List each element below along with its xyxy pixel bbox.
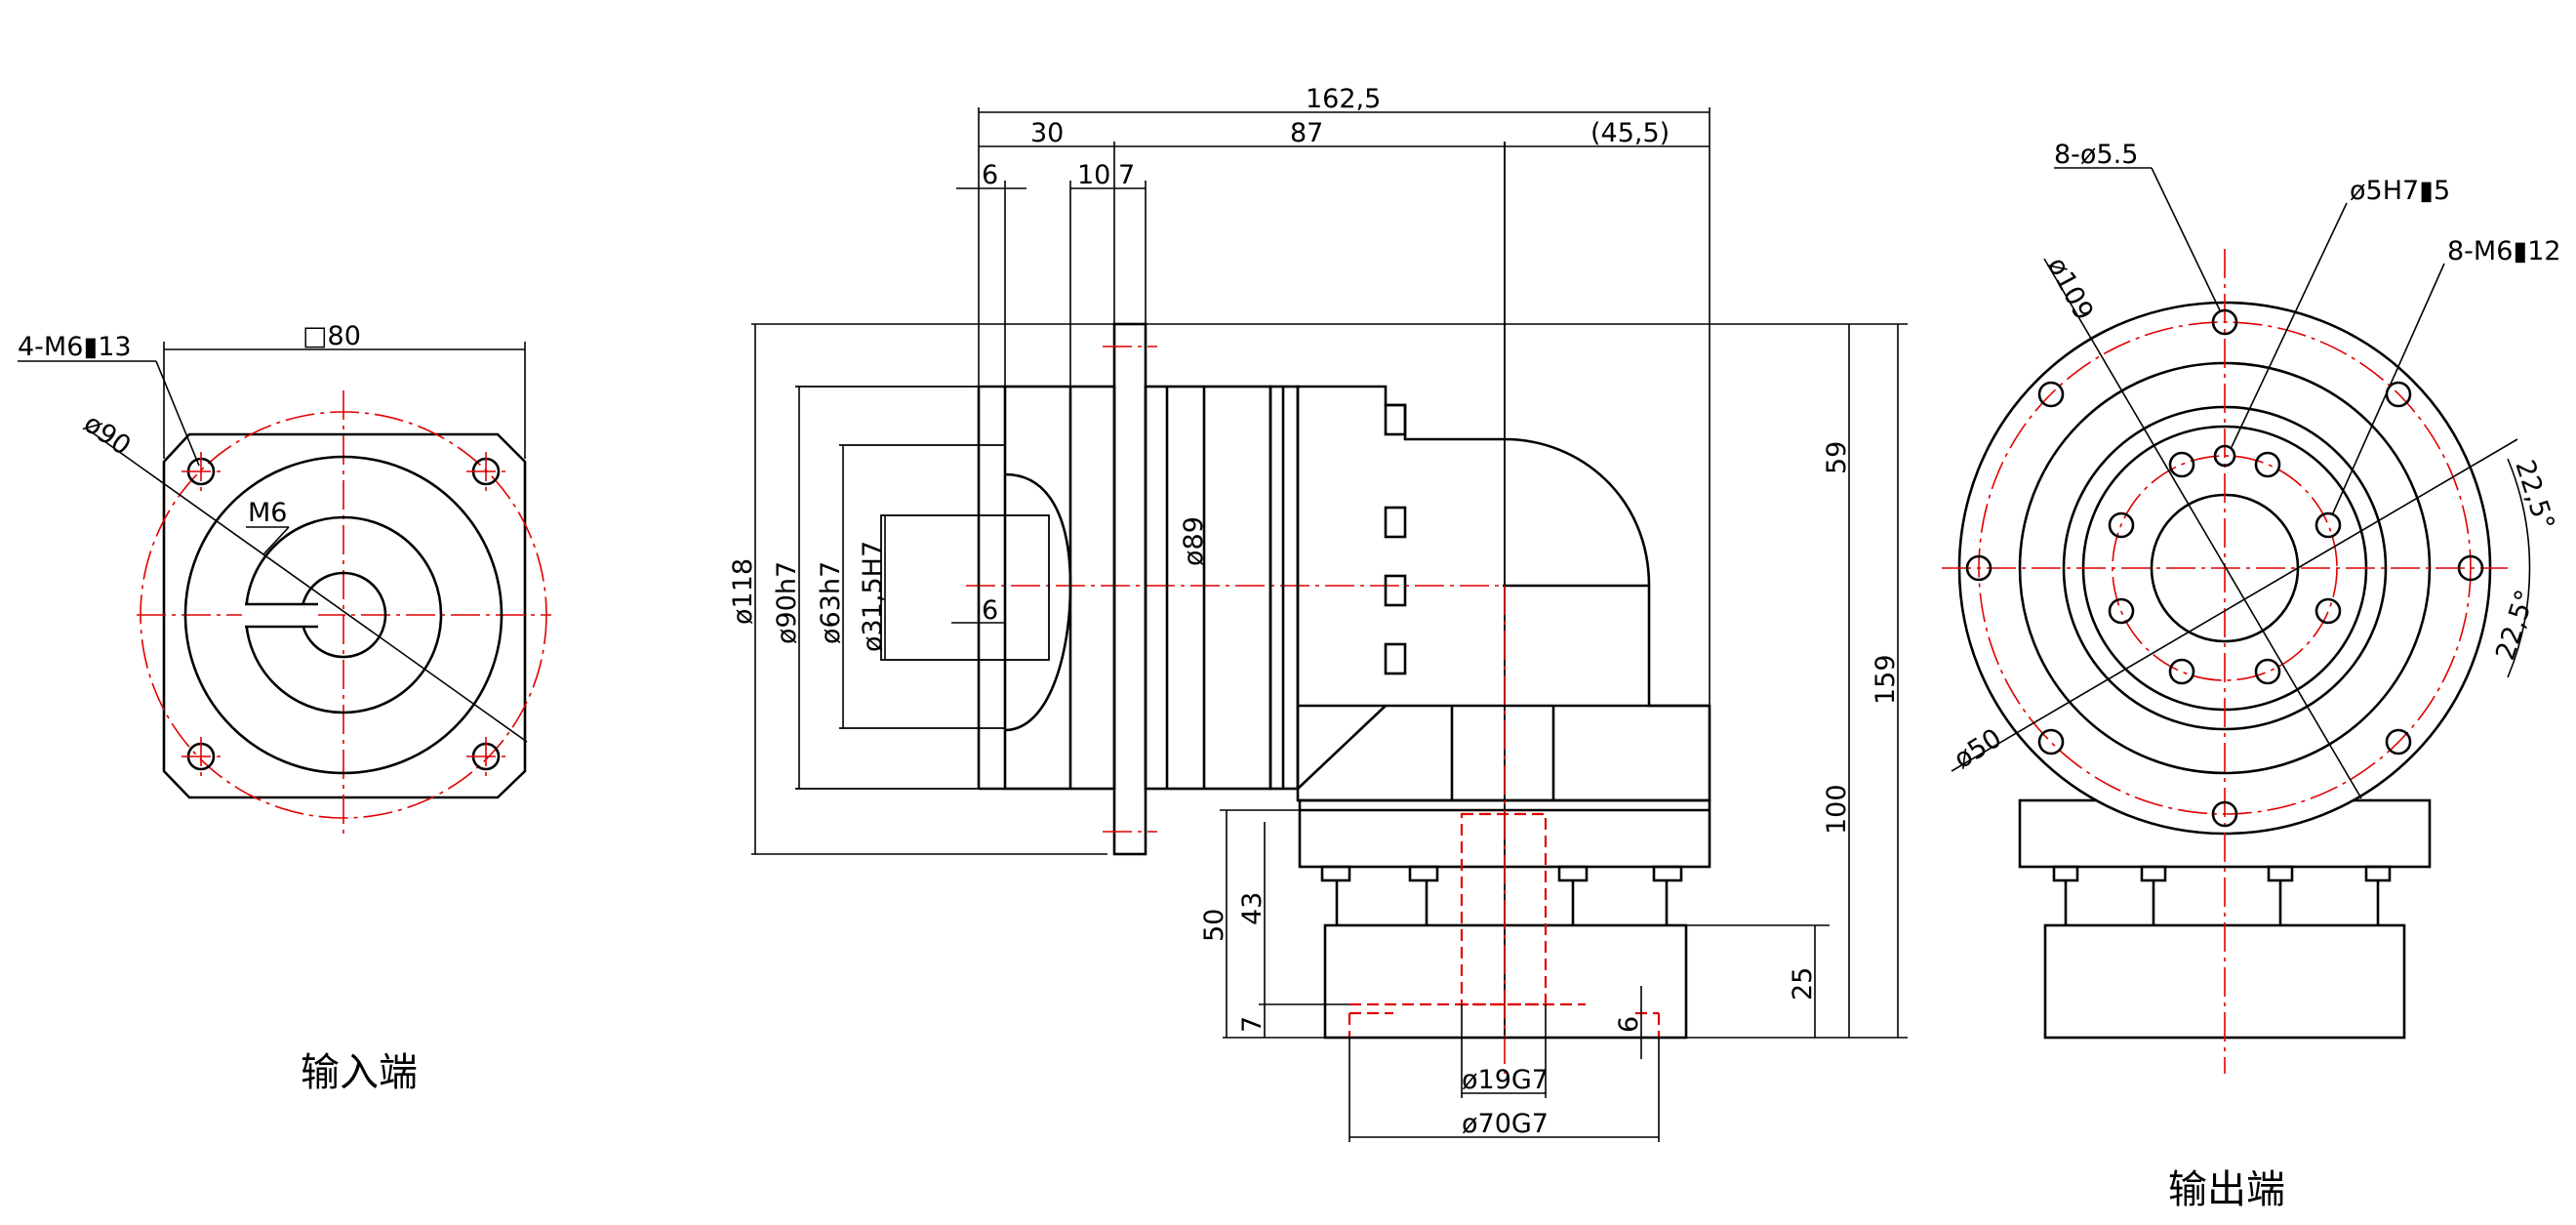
dim-50: 50 bbox=[1199, 909, 1229, 942]
input-thread-label: M6 bbox=[248, 498, 287, 528]
dim-7: 7 bbox=[1118, 160, 1135, 190]
dim-25: 25 bbox=[1788, 967, 1818, 1000]
side-body-cylinder bbox=[1144, 385, 1272, 791]
dim-d31: ø31,5H7 bbox=[858, 541, 888, 652]
output-tap-hole bbox=[2314, 597, 2342, 625]
dim-45: (45,5) bbox=[1590, 118, 1670, 148]
dim-6-inner: 6 bbox=[982, 595, 998, 626]
dim-100: 100 bbox=[1822, 784, 1852, 835]
output-tap-hole bbox=[2254, 451, 2281, 478]
output-pin-label: ø5H7▮5 bbox=[2350, 176, 2450, 206]
output-tap-hole bbox=[2168, 658, 2195, 685]
output-outer-hole bbox=[2457, 554, 2484, 582]
output-tap-hole bbox=[2168, 451, 2195, 478]
side-flange-plate bbox=[1112, 322, 1147, 856]
dim-6-key: 6 bbox=[1614, 1016, 1644, 1033]
output-tap-label: 8-M6▮12 bbox=[2447, 236, 2561, 266]
output-outer-hole bbox=[2211, 800, 2238, 828]
output-holes8-label: 8-ø5.5 bbox=[2054, 140, 2138, 170]
dim-10: 10 bbox=[1077, 160, 1110, 190]
output-tap-hole bbox=[2108, 597, 2135, 625]
side-gear-housing bbox=[1296, 385, 1711, 802]
output-outer-hole bbox=[2211, 308, 2238, 336]
input-outer-circle bbox=[183, 455, 503, 775]
dim-87: 87 bbox=[1290, 118, 1323, 148]
output-end-view: 8-ø5.5 ø5H7▮5 8-M6▮12 ø109 ø50 22,5° 22,… bbox=[1942, 140, 2561, 1212]
dim-59: 59 bbox=[1822, 441, 1852, 474]
dim-d89: ø89 bbox=[1179, 516, 1209, 566]
side-output-shaft bbox=[1460, 812, 1548, 1006]
dim-159: 159 bbox=[1871, 654, 1901, 705]
output-tap-hole bbox=[2254, 658, 2281, 685]
input-pcd-label: ø90 bbox=[78, 408, 136, 462]
dim-d118: ø118 bbox=[728, 558, 758, 625]
output-pcd109-label: ø109 bbox=[2041, 253, 2099, 326]
output-angle-2: 22,5° bbox=[2490, 587, 2541, 665]
side-adapter-block bbox=[1003, 385, 1116, 791]
output-end-caption: 输出端 bbox=[2168, 1167, 2285, 1212]
dim-overall: 162,5 bbox=[1306, 84, 1381, 114]
output-outer-hole bbox=[2037, 381, 2065, 408]
input-end-caption: 输入端 bbox=[301, 1050, 418, 1095]
dim-d70: ø70G7 bbox=[1462, 1109, 1549, 1139]
dim-d63: ø63h7 bbox=[816, 561, 846, 644]
output-tap-hole bbox=[2314, 511, 2342, 539]
input-flange-outline bbox=[162, 432, 527, 799]
dim-d19: ø19G7 bbox=[1462, 1065, 1549, 1095]
output-tap-hole bbox=[2108, 511, 2135, 539]
output-pin-hole bbox=[2213, 444, 2236, 468]
dim-7b: 7 bbox=[1237, 1016, 1268, 1033]
side-view: 162,5 30 87 (45,5) 6 10 7 ø118 ø90h7 ø63… bbox=[728, 84, 1908, 1142]
input-square-label: □80 bbox=[302, 321, 361, 351]
input-end-view: □80 4-M6▮13 ø90 M6 输入端 bbox=[18, 321, 551, 1095]
output-outer-hole bbox=[2385, 728, 2412, 755]
output-outer-hole bbox=[2037, 728, 2065, 755]
output-angle-1: 22,5° bbox=[2509, 457, 2559, 535]
dim-d90: ø90h7 bbox=[772, 561, 802, 644]
side-input-hub bbox=[1004, 472, 1072, 732]
output-outer-hole bbox=[1965, 554, 1992, 582]
dim-43: 43 bbox=[1237, 892, 1268, 925]
dim-6: 6 bbox=[982, 160, 998, 190]
dim-30: 30 bbox=[1030, 118, 1064, 148]
input-holes-label: 4-M6▮13 bbox=[18, 332, 132, 362]
